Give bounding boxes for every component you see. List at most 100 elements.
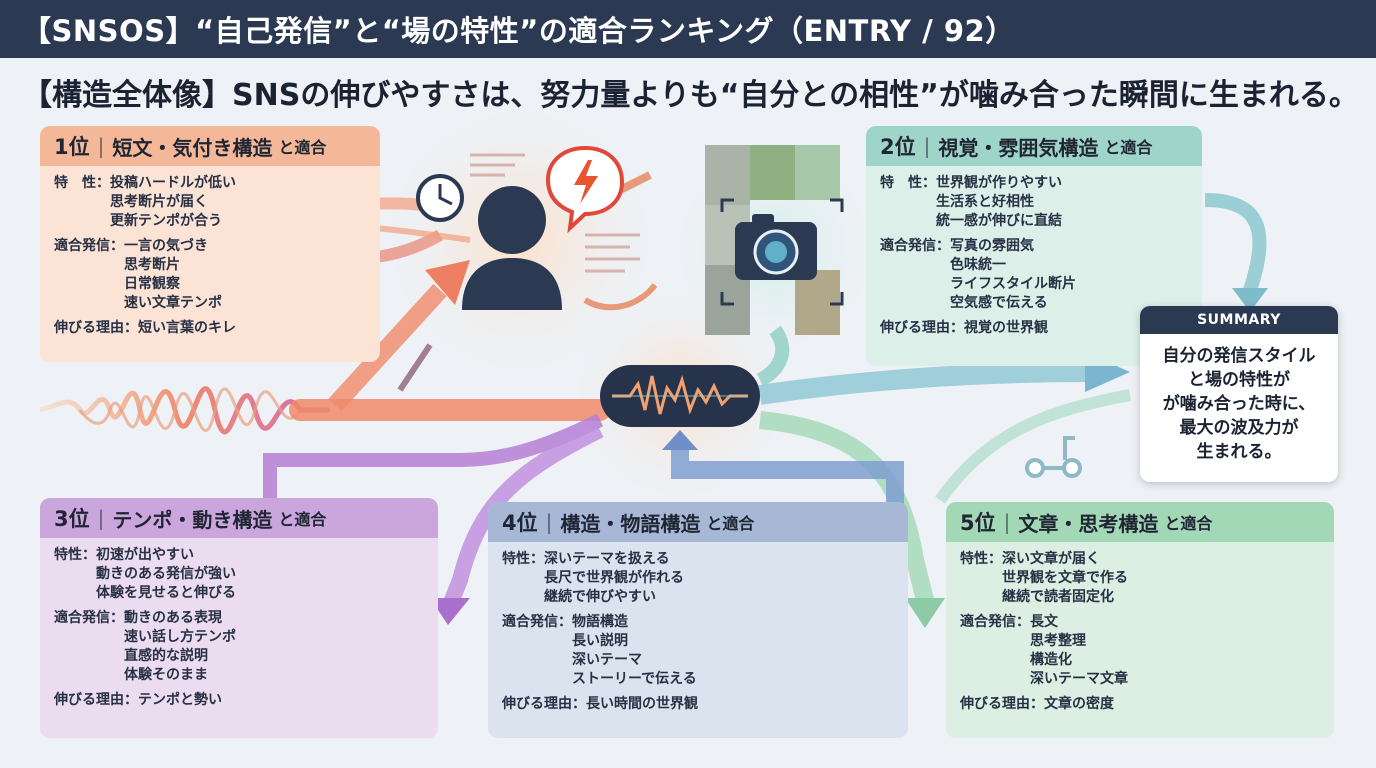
divider: | [1003,510,1011,534]
row-value: 体験を見せると伸びる [96,585,236,601]
reason-row: 伸びる理由： 長い時間の世界観 [502,695,908,714]
reason-row: 伸びる理由： 短い言葉のキレ [54,319,380,338]
row-key: 適合発信： [54,238,124,254]
content-row: 適合発信： 一言の気づき思考断片日常観察速い文章テンポ [54,237,380,313]
divider: | [97,134,105,158]
row-value: 深い文章が届く [1002,551,1100,567]
flow-orange-up [328,283,447,412]
rank-card-1: 1位 | 短文・気付き構造 と適合 特 性： 投稿ハードルが低い思考断片が届く更… [40,126,380,362]
row-value: 思考断片が届く [110,194,208,210]
rank-card-header: 5位 | 文章・思考構造 と適合 [946,502,1334,542]
summary-box: SUMMARY 自分の発信スタイル と場の特性が が噛み合った時に、 最大の波及… [1140,306,1338,482]
rank-card-5: 5位 | 文章・思考構造 と適合 特性： 深い文章が届く世界観を文章で作る継続で… [946,502,1334,738]
row-value: 深いテーマ [572,652,642,668]
summary-line: と場の特性が [1188,370,1290,390]
content-row: 適合発信： 物語構造長い説明深いテーマストーリーで伝える [502,613,908,689]
row-value: 思考整理 [1030,633,1086,649]
row-value: テンポと勢い [138,692,222,708]
row-value: 構造化 [1030,652,1072,668]
row-key: 適合発信： [960,614,1030,630]
rank-card-header: 1位 | 短文・気付き構造 と適合 [40,126,380,166]
match-suffix: と適合 [1164,514,1213,533]
flow-purple [263,413,604,500]
match-suffix: と適合 [278,510,327,529]
row-value: 速い話し方テンポ [124,629,236,645]
trait-row: 特性： 深いテーマを扱える長尺で世界観が作れる継続で伸びやすい [502,550,908,607]
flow-card2-to-summary [1204,193,1267,293]
rank-card-4: 4位 | 構造・物語構造 と適合 特性： 深いテーマを扱える長尺で世界観が作れる… [488,502,908,738]
content-row: 適合発信： 長文思考整理構造化深いテーマ文章 [960,613,1334,689]
trait-row: 特性： 深い文章が届く世界観を文章で作る継続で読者固定化 [960,550,1334,607]
row-value: 一言の気づき [124,238,208,254]
row-value: 空気感で伝える [950,295,1048,311]
summary-line: 生まれる。 [1196,442,1282,462]
trait-row: 特 性： 世界観が作りやすい生活系と好相性統一感が伸びに直結 [880,174,1202,231]
reason-row: 伸びる理由： 視覚の世界観 [880,319,1202,338]
divider: | [97,506,105,530]
structure-name: 短文・気付き構造 [112,135,273,160]
flow-teal-to-summary [758,362,1091,405]
match-suffix: と適合 [706,514,755,533]
match-suffix: と適合 [1104,138,1153,157]
row-key: 特 性： [54,175,110,191]
rank-card-header: 4位 | 構造・物語構造 と適合 [488,502,908,542]
row-value: 思考断片 [124,257,180,273]
structure-name: 視覚・雰囲気構造 [938,135,1099,160]
camera-icon [705,145,844,335]
row-value: ライフスタイル断片 [950,276,1076,292]
row-key: 適合発信： [54,610,124,626]
summary-line: 自分の発信スタイル [1162,346,1316,366]
reason-row: 伸びる理由： テンポと勢い [54,691,438,710]
row-key: 適合発信： [502,614,572,630]
row-value: 動きのある発信が強い [96,566,236,582]
row-value: ストーリーで伝える [572,671,697,687]
trait-row: 特性： 初速が出やすい動きのある発信が強い体験を見せると伸びる [54,546,438,603]
row-value: 深いテーマを扱える [544,551,670,567]
divider: | [923,134,931,158]
row-key: 伸びる理由： [880,320,964,336]
row-key: 伸びる理由： [54,320,138,336]
clock-icon [416,174,464,222]
row-value: 物語構造 [572,614,628,630]
row-value: 深いテーマ文章 [1030,671,1128,687]
row-value: 動きのある表現 [124,610,222,626]
row-key: 伸びる理由： [960,696,1044,712]
row-key: 特 性： [880,175,936,191]
row-value: 短い言葉のキレ [138,320,236,336]
row-value: 写真の雰囲気 [950,238,1034,254]
structure-name: 文章・思考構造 [1018,511,1159,536]
row-value: 色味統一 [950,257,1006,273]
page-subtitle: 【構造全体像】SNSの伸びやすさは、努力量よりも“自分との相性”が噛み合った瞬間… [22,78,1359,113]
row-value: 継続で読者固定化 [1002,589,1114,605]
rank-label: 4位 [502,511,538,535]
rank-label: 5位 [960,511,996,535]
rank-label: 3位 [54,507,90,531]
row-value: 体験そのまま [124,667,208,683]
rank-card-3: 3位 | テンポ・動き構造 と適合 特性： 初速が出やすい動きのある発信が強い体… [40,498,438,738]
row-value: 更新テンポが合う [110,213,222,229]
row-value: 日常観察 [124,276,180,292]
summary-line: 最大の波及力が [1179,418,1299,438]
content-row: 適合発信： 動きのある表現速い話し方テンポ直感的な説明体験そのまま [54,609,438,685]
row-value: 文章の密度 [1044,696,1114,712]
rank-card-header: 3位 | テンポ・動き構造 と適合 [40,498,438,538]
row-value: 直感的な説明 [124,648,208,664]
row-value: 視覚の世界観 [964,320,1048,336]
row-value: 投稿ハードルが低い [110,175,236,191]
divider: | [545,510,553,534]
lightning-bubble-icon [545,145,625,234]
row-value: 世界観を文章で作る [1002,570,1128,586]
trait-row: 特 性： 投稿ハードルが低い思考断片が届く更新テンポが合う [54,174,380,231]
row-key: 特性： [54,547,96,563]
connector-icon [1025,436,1082,478]
row-value: 速い文章テンポ [124,295,222,311]
rank-label: 1位 [54,135,90,159]
card-body: 特 性： 投稿ハードルが低い思考断片が届く更新テンポが合う 適合発信： 一言の気… [40,166,380,338]
row-value: 統一感が伸びに直結 [936,213,1062,229]
row-key: 特性： [960,551,1002,567]
row-key: 伸びる理由： [54,692,138,708]
person-icon [462,186,562,310]
match-suffix: と適合 [278,138,327,157]
card-body: 特 性： 世界観が作りやすい生活系と好相性統一感が伸びに直結 適合発信： 写真の… [866,166,1202,338]
row-value: 生活系と好相性 [936,194,1034,210]
